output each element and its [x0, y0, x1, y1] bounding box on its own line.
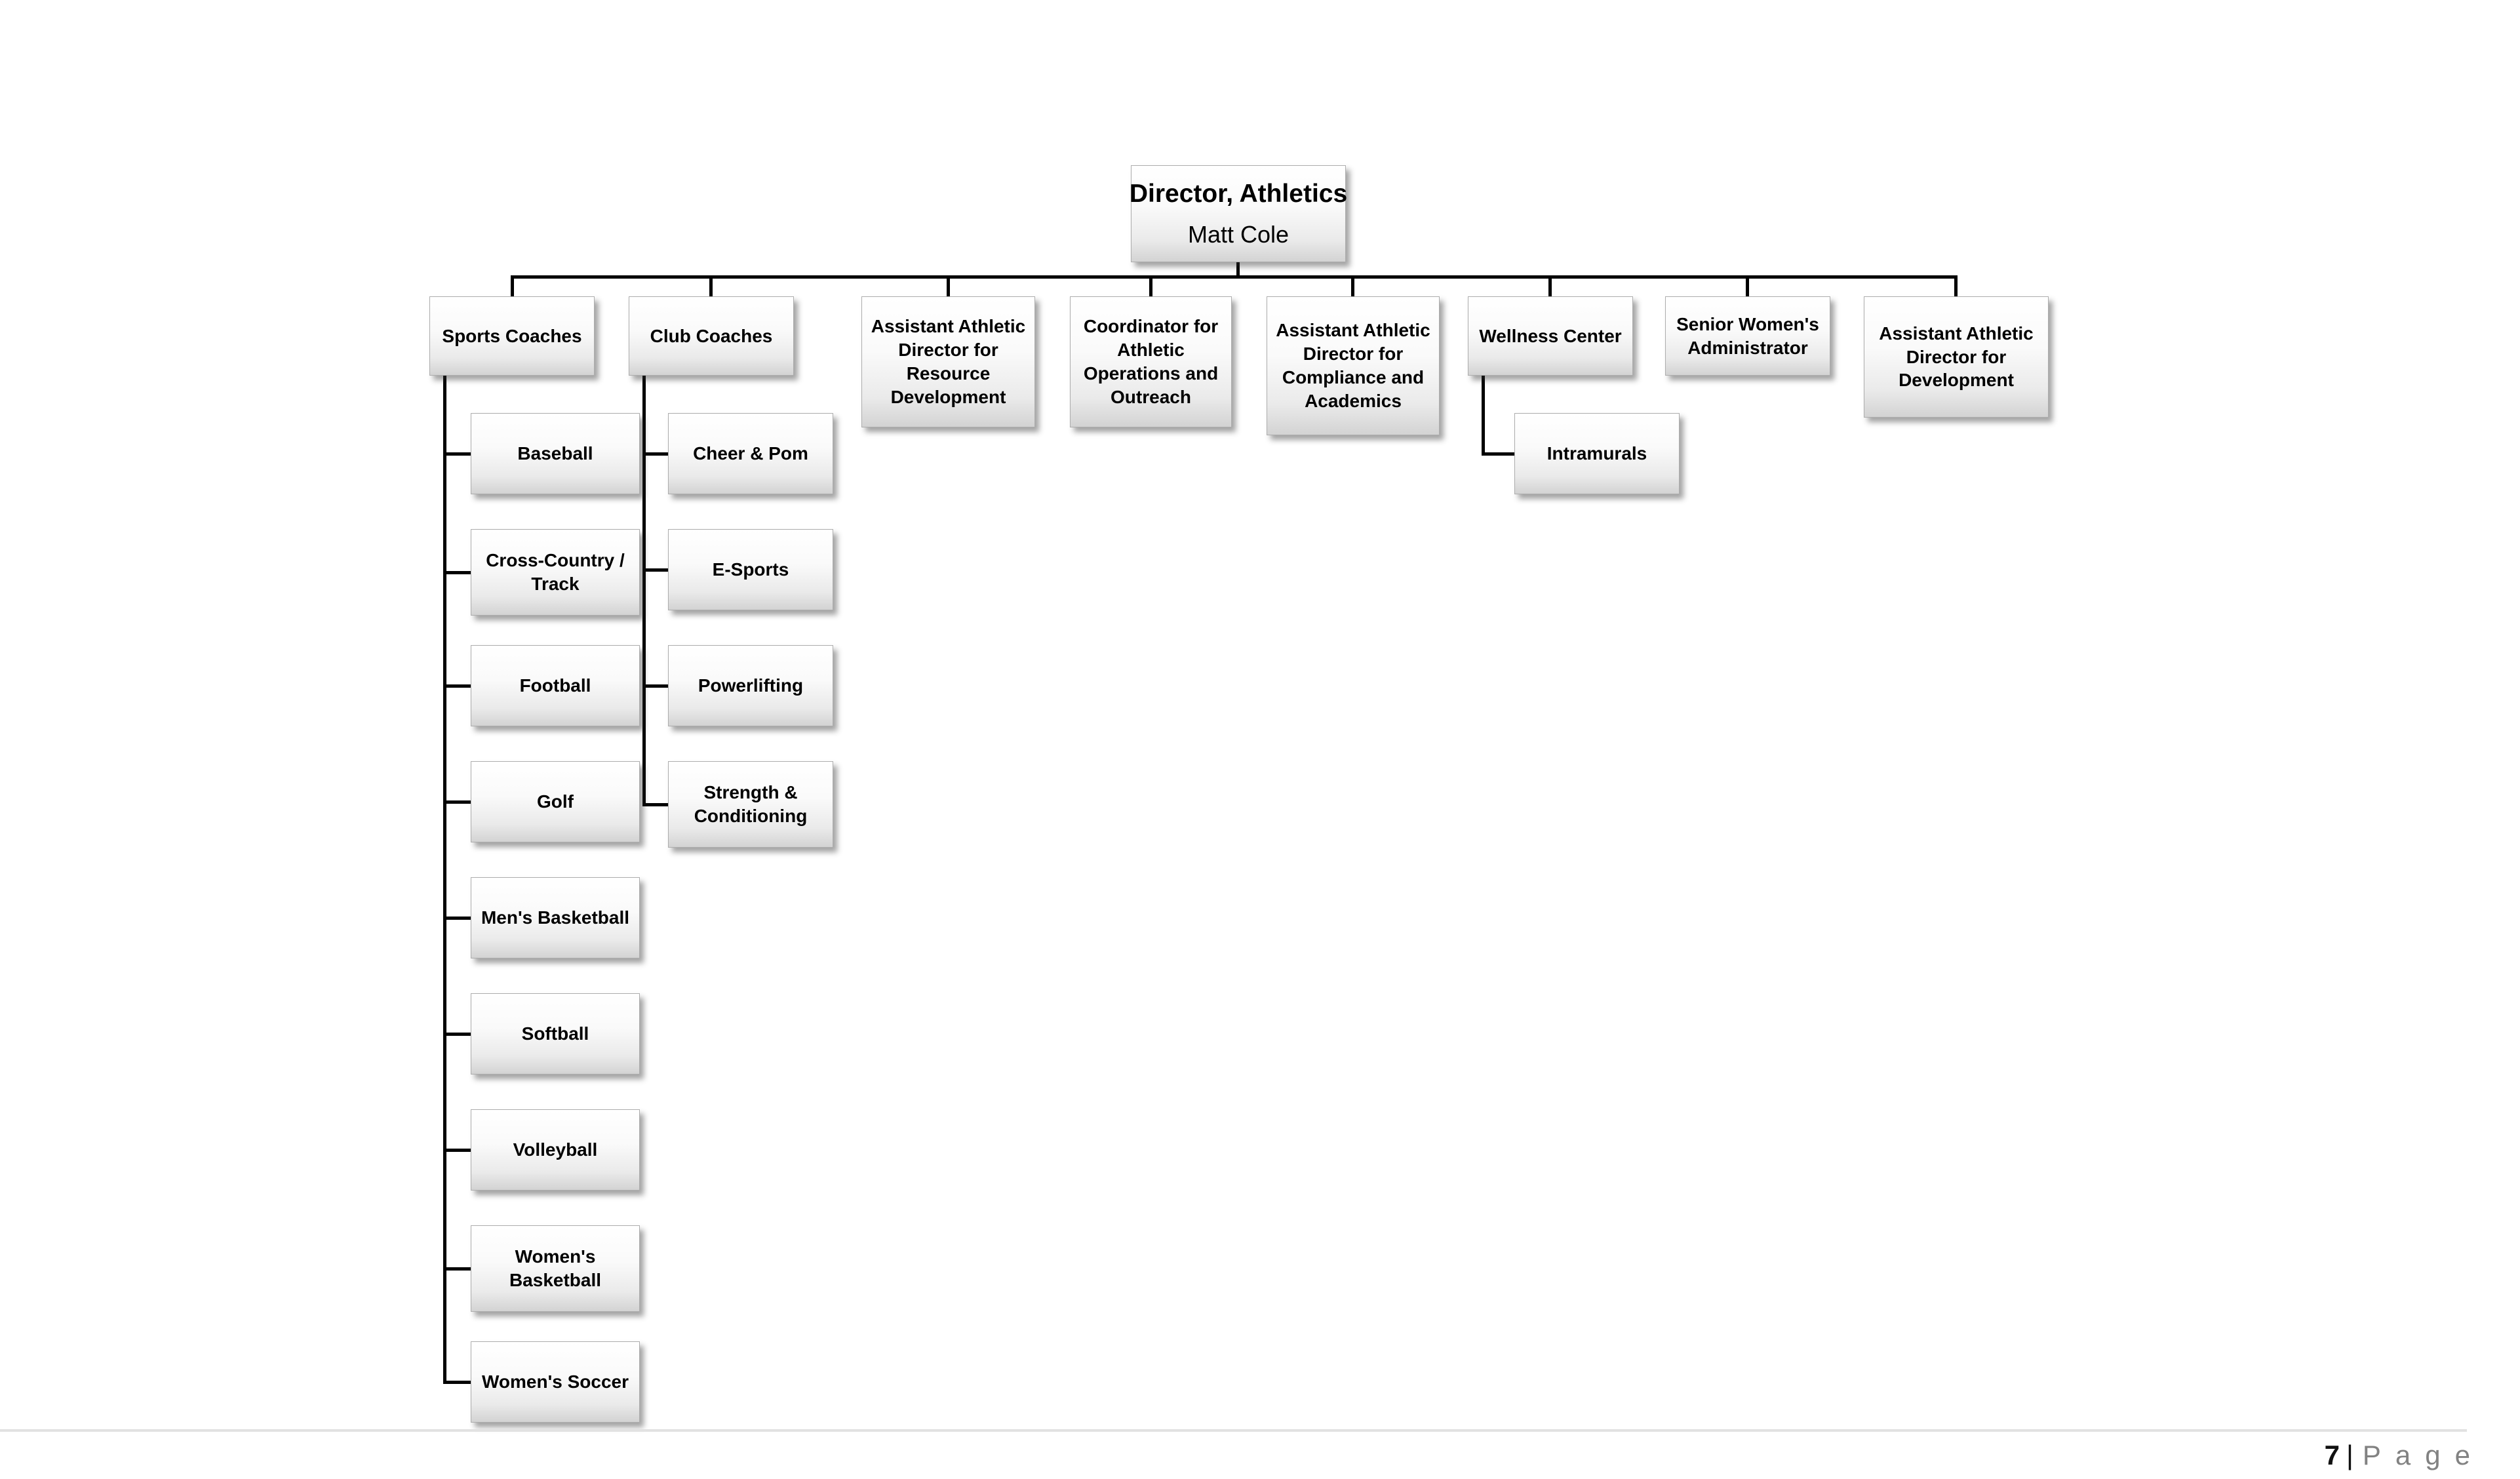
node-label: Senior Women's Administrator: [1676, 313, 1819, 358]
node-softball: Softball: [471, 993, 640, 1075]
connector-drop-coordinator: [1149, 275, 1152, 296]
node-label: Football: [519, 675, 591, 696]
node-label: Strength & Conditioning: [694, 782, 808, 826]
page-number: 7: [2324, 1440, 2340, 1470]
node-coordinator-operations-outreach: Coordinator for Athletic Operations and …: [1070, 296, 1232, 427]
page-label: Page: [2362, 1440, 2485, 1470]
connector-stub-intramurals: [1482, 452, 1514, 456]
connector-drop-wellness: [1548, 275, 1552, 296]
node-label: Cross-Country / Track: [486, 550, 625, 594]
node-cross-country-track: Cross-Country / Track: [471, 529, 640, 616]
node-volleyball: Volleyball: [471, 1109, 640, 1191]
connector-director-drop: [1236, 260, 1240, 277]
node-label: Assistant Athletic Director for Developm…: [1879, 323, 2034, 391]
node-label: Assistant Athletic Director for Complian…: [1276, 320, 1430, 411]
node-label: E-Sports: [712, 559, 789, 580]
node-label: Men's Basketball: [481, 907, 630, 928]
node-label: Softball: [521, 1023, 589, 1044]
node-label: Golf: [537, 791, 574, 812]
connector-stub-powerlifting: [642, 684, 668, 688]
connector-stub-womens-basketball: [443, 1267, 471, 1271]
connector-drop-development: [1954, 275, 1958, 296]
node-baseball: Baseball: [471, 413, 640, 494]
node-label: Assistant Athletic Director for Resource…: [871, 316, 1026, 407]
node-label: Wellness Center: [1479, 325, 1622, 346]
connector-stub-football: [443, 684, 471, 688]
node-wellness-center: Wellness Center: [1468, 296, 1633, 376]
node-womens-basketball: Women's Basketball: [471, 1225, 640, 1312]
node-label: Volleyball: [513, 1139, 598, 1160]
footer-divider-line: [0, 1429, 2467, 1432]
node-label: Women's Soccer: [482, 1371, 629, 1392]
node-sports-coaches: Sports Coaches: [429, 296, 595, 376]
connector-stub-baseball: [443, 452, 471, 456]
connector-stub-softball: [443, 1033, 471, 1036]
connector-drop-resource: [947, 275, 950, 296]
connector-drop-club: [709, 275, 713, 296]
node-director-athletics: Director, Athletics Matt Cole: [1129, 165, 1348, 262]
connector-stub-cheer: [642, 452, 668, 456]
node-label: Women's Basketball: [509, 1246, 602, 1290]
node-womens-soccer: Women's Soccer: [471, 1341, 640, 1423]
connector-sports-rail: [443, 374, 446, 1384]
node-label: Powerlifting: [698, 675, 804, 696]
node-golf: Golf: [471, 761, 640, 842]
node-powerlifting: Powerlifting: [668, 645, 833, 726]
connector-drop-sports: [511, 275, 514, 296]
node-label: Sports Coaches: [442, 325, 582, 346]
connector-trunk: [512, 275, 1956, 279]
director-name: Matt Cole: [1187, 221, 1290, 248]
node-cheer-pom: Cheer & Pom: [668, 413, 833, 494]
node-intramurals: Intramurals: [1514, 413, 1680, 494]
node-senior-womens-administrator: Senior Women's Administrator: [1665, 296, 1830, 376]
connector-stub-womens-soccer: [443, 1381, 471, 1384]
connector-stub-golf: [443, 800, 471, 804]
director-title: Director, Athletics: [1129, 179, 1348, 208]
node-label: Baseball: [517, 443, 593, 464]
connector-stub-esports: [642, 568, 668, 572]
node-football: Football: [471, 645, 640, 726]
node-strength-conditioning: Strength & Conditioning: [668, 761, 833, 848]
connector-stub-strength: [642, 803, 668, 806]
node-aad-resource-development: Assistant Athletic Director for Resource…: [861, 296, 1035, 427]
connector-drop-swa: [1746, 275, 1749, 296]
connector-stub-volleyball: [443, 1149, 471, 1152]
node-label: Club Coaches: [650, 325, 773, 346]
connector-stub-mens-basketball: [443, 917, 471, 920]
page-footer: 7| Page: [2325, 1440, 2485, 1471]
connector-stub-crosscountry: [443, 571, 471, 574]
node-club-coaches: Club Coaches: [629, 296, 794, 376]
node-aad-development: Assistant Athletic Director for Developm…: [1864, 296, 2049, 418]
connector-wellness-rail: [1482, 374, 1485, 456]
node-label: Coordinator for Athletic Operations and …: [1083, 316, 1219, 407]
connector-drop-compliance: [1351, 275, 1354, 296]
page-number-separator: |: [2346, 1440, 2353, 1470]
connector-club-rail: [642, 374, 646, 806]
node-aad-compliance-academics: Assistant Athletic Director for Complian…: [1267, 296, 1440, 435]
node-esports: E-Sports: [668, 529, 833, 610]
node-label: Intramurals: [1546, 443, 1647, 464]
node-label: Cheer & Pom: [693, 443, 808, 464]
node-mens-basketball: Men's Basketball: [471, 877, 640, 958]
